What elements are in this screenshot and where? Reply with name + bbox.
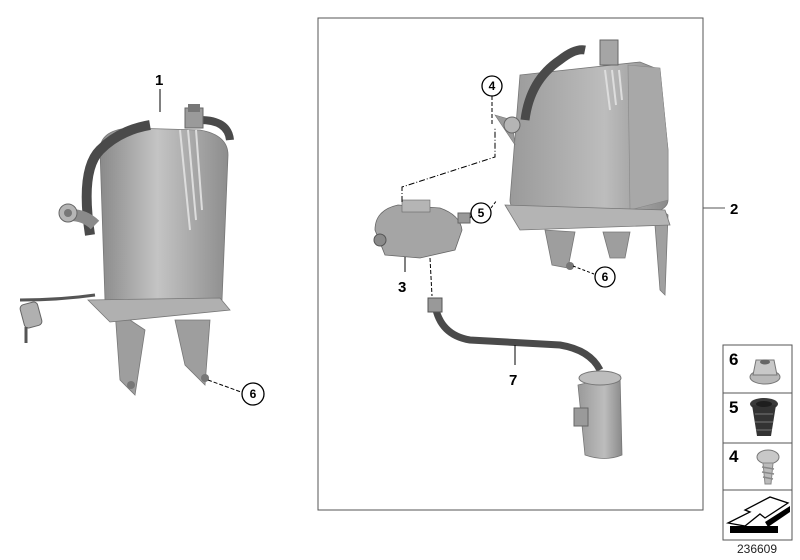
label-part-7: 7 xyxy=(509,372,517,389)
canister-right xyxy=(494,39,671,296)
callout-circle-5 xyxy=(470,202,492,224)
label-part-6-left: 6 xyxy=(250,387,257,401)
callout-circle-6-right xyxy=(594,266,616,288)
legend-number-4: 4 xyxy=(729,447,739,466)
arrow-sheet-icon xyxy=(725,496,790,533)
canister-left xyxy=(19,104,234,396)
callout-circle-6-left xyxy=(241,382,265,406)
legend-number-6: 6 xyxy=(729,350,738,369)
screw-icon xyxy=(756,449,780,485)
parts-legend: 6 5 4 xyxy=(722,344,793,541)
diagram-number: 236609 xyxy=(737,542,777,556)
leader-line-6-left xyxy=(207,379,242,393)
label-part-5: 5 xyxy=(478,206,485,220)
label-part-4: 4 xyxy=(489,79,496,93)
label-part-6-right: 6 xyxy=(602,270,609,284)
callout-circle-4 xyxy=(481,75,503,97)
label-part-2: 2 xyxy=(730,201,738,218)
rubber-grommet-icon xyxy=(750,398,778,436)
assembly-frame xyxy=(317,17,704,511)
hose-assembly xyxy=(427,297,623,459)
label-part-1: 1 xyxy=(155,72,163,89)
dash-line-4 xyxy=(401,128,496,202)
valve-pump xyxy=(373,199,471,259)
legend-number-5: 5 xyxy=(729,398,738,417)
hex-nut-icon xyxy=(749,359,781,385)
label-part-3: 3 xyxy=(398,279,406,296)
